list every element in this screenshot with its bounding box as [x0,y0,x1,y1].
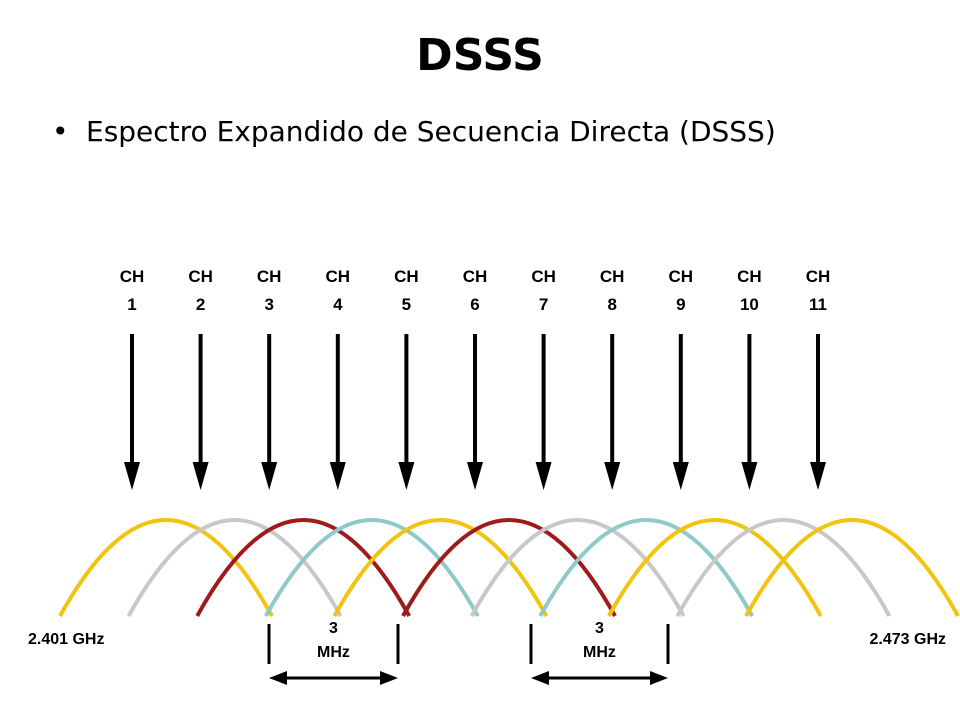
gap-arrowhead-left [269,671,287,685]
channel-arc-10 [675,518,892,617]
gap-arrowhead-right [380,671,398,685]
channel-arrowhead-11 [810,462,826,490]
channel-arc-11 [744,518,960,617]
low-frequency-label: 2.401 GHz [28,631,104,648]
channel-arrowhead-9 [672,462,689,490]
channel-arrowhead-2 [192,462,209,490]
bullet-item: • Espectro Expandido de Secuencia Direct… [48,112,908,152]
channel-arrowhead-10 [741,462,758,490]
channel-arc-6 [401,518,617,617]
channel-arc-5 [332,518,549,617]
channel-spectrum-arcs [58,518,960,617]
channel-arrowhead-3 [261,462,278,490]
channel-arc-8 [538,518,754,617]
channel-arrowhead-8 [604,462,621,490]
channel-arrowhead-4 [329,462,346,490]
channel-arrowhead-1 [124,462,140,490]
bullet-dot-icon: • [52,115,69,148]
channel-arrowhead-6 [467,462,483,490]
channel-arc-3 [195,518,411,617]
gap-arrowhead-right [650,671,668,685]
high-frequency-label: 2.473 GHz [870,631,946,648]
channel-arc-1 [58,518,274,617]
gap-arrowhead-left [531,671,549,685]
channel-arc-9 [607,518,823,617]
channel-arrowhead-5 [398,462,415,490]
channel-arc-2 [126,518,343,617]
slide-title: DSSS [416,30,544,81]
channel-arc-4 [264,518,480,617]
channel-arrowhead-7 [535,462,552,490]
bullet-list: • Espectro Expandido de Secuencia Direct… [48,112,908,152]
channel-arrows [124,334,826,490]
channel-arc-7 [469,518,686,617]
bullet-text: Espectro Expandido de Secuencia Directa … [86,115,776,148]
